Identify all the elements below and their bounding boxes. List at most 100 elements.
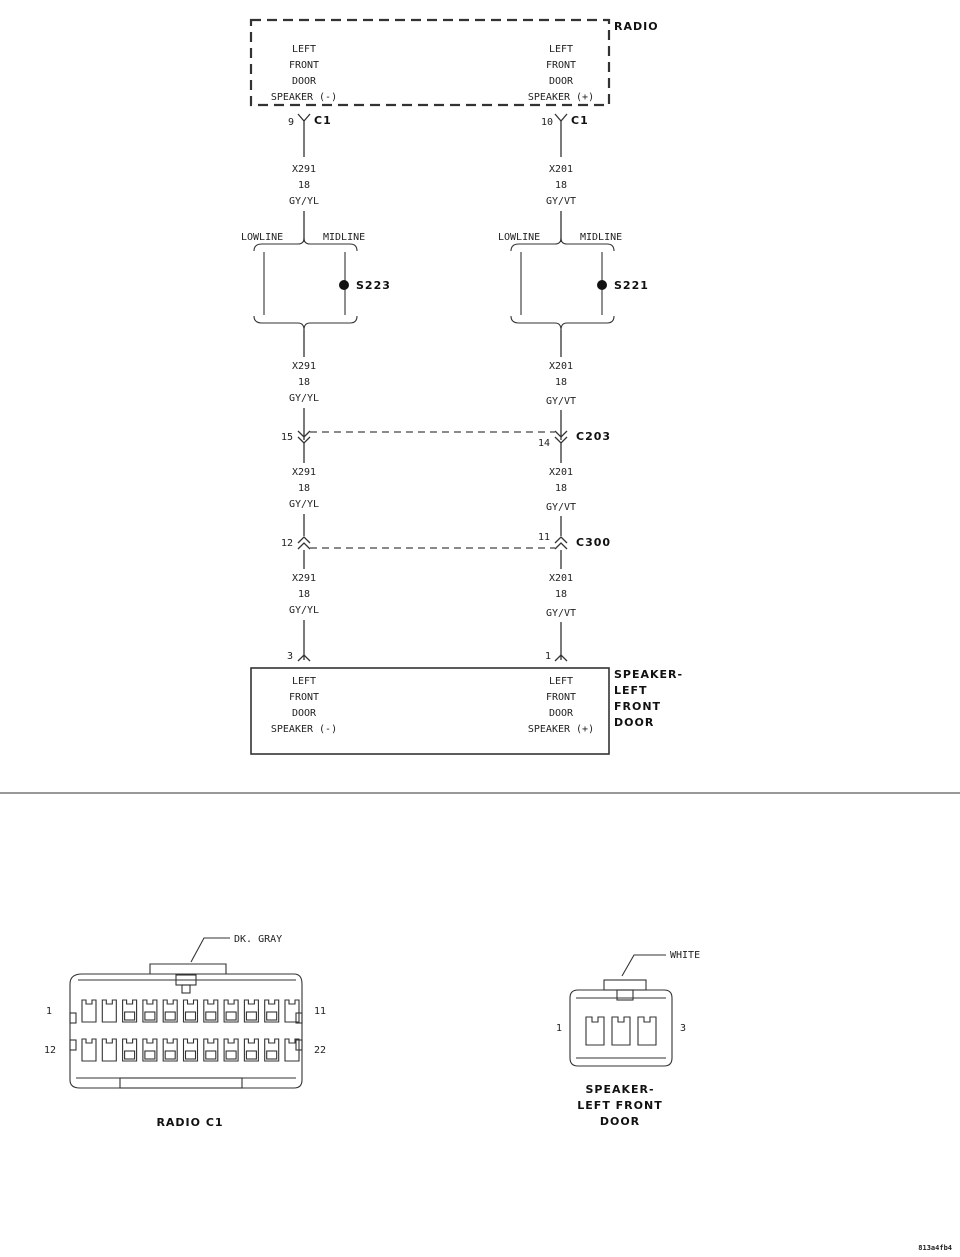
svg-text:SPEAKER-: SPEAKER- xyxy=(614,668,683,681)
svg-text:GY/VT: GY/VT xyxy=(546,608,576,619)
radio-c1-connector-view: DK. GRAY 1 11 12 22 RADIO C1 xyxy=(44,934,326,1129)
radio-c1-cavity xyxy=(182,999,199,1023)
radio-c1-cavity-inner xyxy=(245,1050,257,1060)
svg-text:GY/YL: GY/YL xyxy=(289,499,319,510)
wire-right-label-3: X201 18 GY/VT xyxy=(546,467,576,513)
svg-text:GY/YL: GY/YL xyxy=(289,196,319,207)
radio-label: RADIO xyxy=(614,20,659,33)
radio-c1-cavity-inner xyxy=(205,1011,217,1021)
svg-text:SPEAKER (+): SPEAKER (+) xyxy=(528,92,594,103)
radio-c1-cavity-inner xyxy=(225,1011,237,1021)
speaker-view-pin-3: 3 xyxy=(680,1023,686,1034)
radio-c1-cavity-inner xyxy=(225,1050,237,1060)
svg-text:DOOR: DOOR xyxy=(292,76,317,87)
c1-left-cavity: 9 xyxy=(288,117,294,128)
svg-text:18: 18 xyxy=(555,589,567,600)
radio-c1-cavity-inner xyxy=(124,1011,136,1021)
svg-text:LEFT FRONT: LEFT FRONT xyxy=(577,1099,662,1112)
speaker-right-terminal-icon xyxy=(554,654,568,662)
svg-text:18: 18 xyxy=(298,180,310,191)
svg-text:LEFT: LEFT xyxy=(549,44,573,55)
c1-right-terminal-icon xyxy=(554,113,568,122)
svg-text:18: 18 xyxy=(555,180,567,191)
c1-left-terminal-icon xyxy=(297,113,311,122)
radio-c1-cavity xyxy=(284,1038,300,1062)
splice-left-bottom-brace xyxy=(253,315,358,331)
radio-c1-cavity-inner xyxy=(266,1011,278,1021)
splice-s221-dot xyxy=(597,280,607,290)
radio-c1-cavity xyxy=(223,1038,239,1062)
svg-text:DOOR: DOOR xyxy=(614,716,654,729)
radio-left-pin-text: LEFT FRONT DOOR SPEAKER (-) xyxy=(271,44,337,103)
wire-left-label-3: X291 18 GY/YL xyxy=(289,467,319,510)
svg-text:SPEAKER (+): SPEAKER (+) xyxy=(528,724,594,735)
wire-right-label-1: X201 18 GY/VT xyxy=(546,164,576,207)
splice-s221-label: S221 xyxy=(614,279,649,292)
svg-text:GY/YL: GY/YL xyxy=(289,393,319,404)
radio-c1-cavity xyxy=(203,1038,219,1062)
splice-left-top-brace xyxy=(253,237,358,252)
radio-c1-cavity xyxy=(101,999,117,1023)
svg-text:X201: X201 xyxy=(549,164,573,175)
radio-c1-cavity-inner xyxy=(184,1050,197,1060)
radio-c1-cavity xyxy=(243,999,259,1023)
radio-c1-cavity-inner xyxy=(205,1050,217,1060)
svg-text:X291: X291 xyxy=(292,164,316,175)
speaker-view-pin-1: 1 xyxy=(556,1023,562,1034)
svg-text:GY/VT: GY/VT xyxy=(546,396,576,407)
svg-text:LEFT: LEFT xyxy=(549,676,573,687)
radio-c1-cavity xyxy=(243,1038,259,1062)
svg-text:SPEAKER (-): SPEAKER (-) xyxy=(271,92,337,103)
svg-text:X291: X291 xyxy=(292,467,316,478)
speaker-left-pin-text: LEFT FRONT DOOR SPEAKER (-) xyxy=(271,676,337,735)
radio-c1-pin-22: 22 xyxy=(314,1045,326,1056)
svg-text:LEFT: LEFT xyxy=(292,676,316,687)
svg-text:GY/YL: GY/YL xyxy=(289,605,319,616)
svg-text:DOOR: DOOR xyxy=(549,76,574,87)
radio-c1-cavity-inner xyxy=(245,1011,257,1021)
svg-text:FRONT: FRONT xyxy=(289,692,319,703)
svg-text:DOOR: DOOR xyxy=(600,1115,640,1128)
radio-c1-cavity xyxy=(101,1038,117,1062)
svg-text:DOOR: DOOR xyxy=(549,708,574,719)
radio-c1-cavity xyxy=(142,999,158,1023)
radio-c1-cavity-inner xyxy=(144,1011,156,1021)
radio-c1-cavity xyxy=(122,999,138,1023)
speaker-view-caption: SPEAKER- LEFT FRONT DOOR xyxy=(577,1083,662,1128)
svg-text:LEFT: LEFT xyxy=(292,44,316,55)
radio-c1-cavity-inner xyxy=(266,1050,278,1060)
svg-text:X291: X291 xyxy=(292,573,316,584)
speaker-right-cavity: 1 xyxy=(545,651,551,662)
splice-right-bottom-brace xyxy=(510,315,615,331)
c300-left-cavity: 12 xyxy=(281,538,293,549)
splice-left-midline-label: MIDLINE xyxy=(323,232,365,243)
radio-c1-cavity-inner xyxy=(124,1050,136,1060)
speaker-label: SPEAKER- LEFT FRONT DOOR xyxy=(614,668,683,729)
wire-right-label-2: X201 18 GY/VT xyxy=(546,361,576,407)
radio-c1-cavity-inner xyxy=(144,1050,156,1060)
radio-c1-cavity xyxy=(223,999,239,1023)
c300-label: C300 xyxy=(576,536,611,549)
svg-text:SPEAKER-: SPEAKER- xyxy=(585,1083,654,1096)
c1-right-cavity: 10 xyxy=(541,117,553,128)
speaker-view-color-label: WHITE xyxy=(670,950,700,961)
splice-right-top-brace xyxy=(510,237,615,252)
radio-c1-cavity xyxy=(182,1038,199,1062)
c300-right-cavity: 11 xyxy=(538,532,550,543)
figure-id: 813a4fb4 xyxy=(918,1244,952,1252)
splice-right-lowline-label: LOWLINE xyxy=(498,232,540,243)
svg-text:LEFT: LEFT xyxy=(614,684,648,697)
wire-left-label-1: X291 18 GY/YL xyxy=(289,164,319,207)
svg-text:FRONT: FRONT xyxy=(614,700,661,713)
svg-text:FRONT: FRONT xyxy=(546,692,576,703)
radio-c1-cavity xyxy=(162,1038,178,1062)
radio-c1-cavity xyxy=(264,1038,280,1062)
speaker-left-terminal-icon xyxy=(297,654,311,662)
splice-s223-dot xyxy=(339,280,349,290)
radio-c1-cavity-inner xyxy=(164,1011,176,1021)
wire-left-label-2: X291 18 GY/YL xyxy=(289,361,319,404)
svg-text:18: 18 xyxy=(298,483,310,494)
radio-c1-cavity xyxy=(284,999,300,1023)
c203-left-cavity: 15 xyxy=(281,432,293,443)
